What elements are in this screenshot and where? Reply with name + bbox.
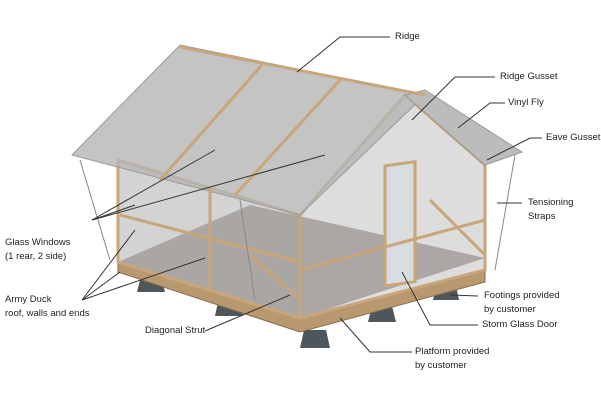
label-vinyl-fly: Vinyl Fly bbox=[508, 97, 544, 108]
label-line: Platform provided bbox=[415, 346, 490, 357]
storm-door bbox=[383, 159, 417, 288]
label-glass-windows: Glass Windows (1 rear, 2 side) bbox=[5, 236, 70, 264]
label-platform: Platform provided by customer bbox=[415, 345, 489, 373]
label-storm-glass-door: Storm Glass Door bbox=[482, 319, 558, 330]
label-line: Footings provided bbox=[484, 290, 560, 301]
label-line: (1 rear, 2 side) bbox=[5, 251, 67, 262]
label-line: roof, walls and ends bbox=[5, 308, 90, 319]
tensioning-straps bbox=[79, 154, 516, 301]
label-army-duck: Army Duck roof, walls and ends bbox=[5, 293, 90, 321]
rafters bbox=[119, 45, 487, 318]
label-eave-gusset: Eave Gusset bbox=[546, 132, 601, 143]
label-line: Tensioning bbox=[528, 197, 574, 208]
label-ridge-gusset: Ridge Gusset bbox=[500, 71, 558, 82]
label-line: Glass Windows bbox=[5, 237, 71, 248]
label-line: Straps bbox=[528, 211, 556, 222]
label-line: Army Duck bbox=[5, 294, 52, 305]
label-ridge: Ridge bbox=[395, 31, 420, 42]
leader-lines bbox=[81, 36, 542, 353]
label-diagonal-strut: Diagonal Strut bbox=[145, 325, 206, 336]
label-footings: Footings provided by customer bbox=[484, 289, 560, 317]
vinyl-fly-right bbox=[403, 89, 524, 166]
label-line: by customer bbox=[484, 304, 536, 315]
label-line: by customer bbox=[415, 360, 467, 371]
